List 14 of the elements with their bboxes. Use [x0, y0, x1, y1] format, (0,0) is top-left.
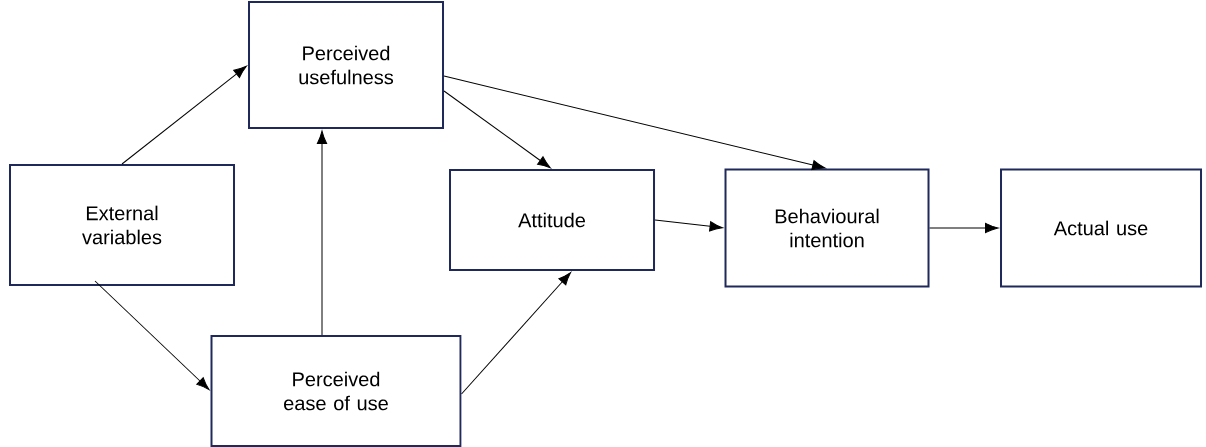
arrow: [654, 219, 723, 232]
process-box: Perceived usefulness: [248, 1, 444, 129]
process-box: External variables: [9, 164, 235, 286]
arrow: [443, 75, 826, 171]
arrow: [929, 222, 999, 234]
process-box: Behavioural intention: [724, 168, 930, 288]
arrow: [94, 280, 210, 391]
arrow: [121, 65, 247, 165]
process-box: Perceived ease of use: [210, 335, 462, 447]
process-box: Attitude: [449, 169, 655, 271]
arrow: [316, 130, 328, 336]
process-box: Actual use: [1000, 168, 1202, 288]
arrow: [461, 272, 572, 395]
arrow: [443, 90, 551, 169]
